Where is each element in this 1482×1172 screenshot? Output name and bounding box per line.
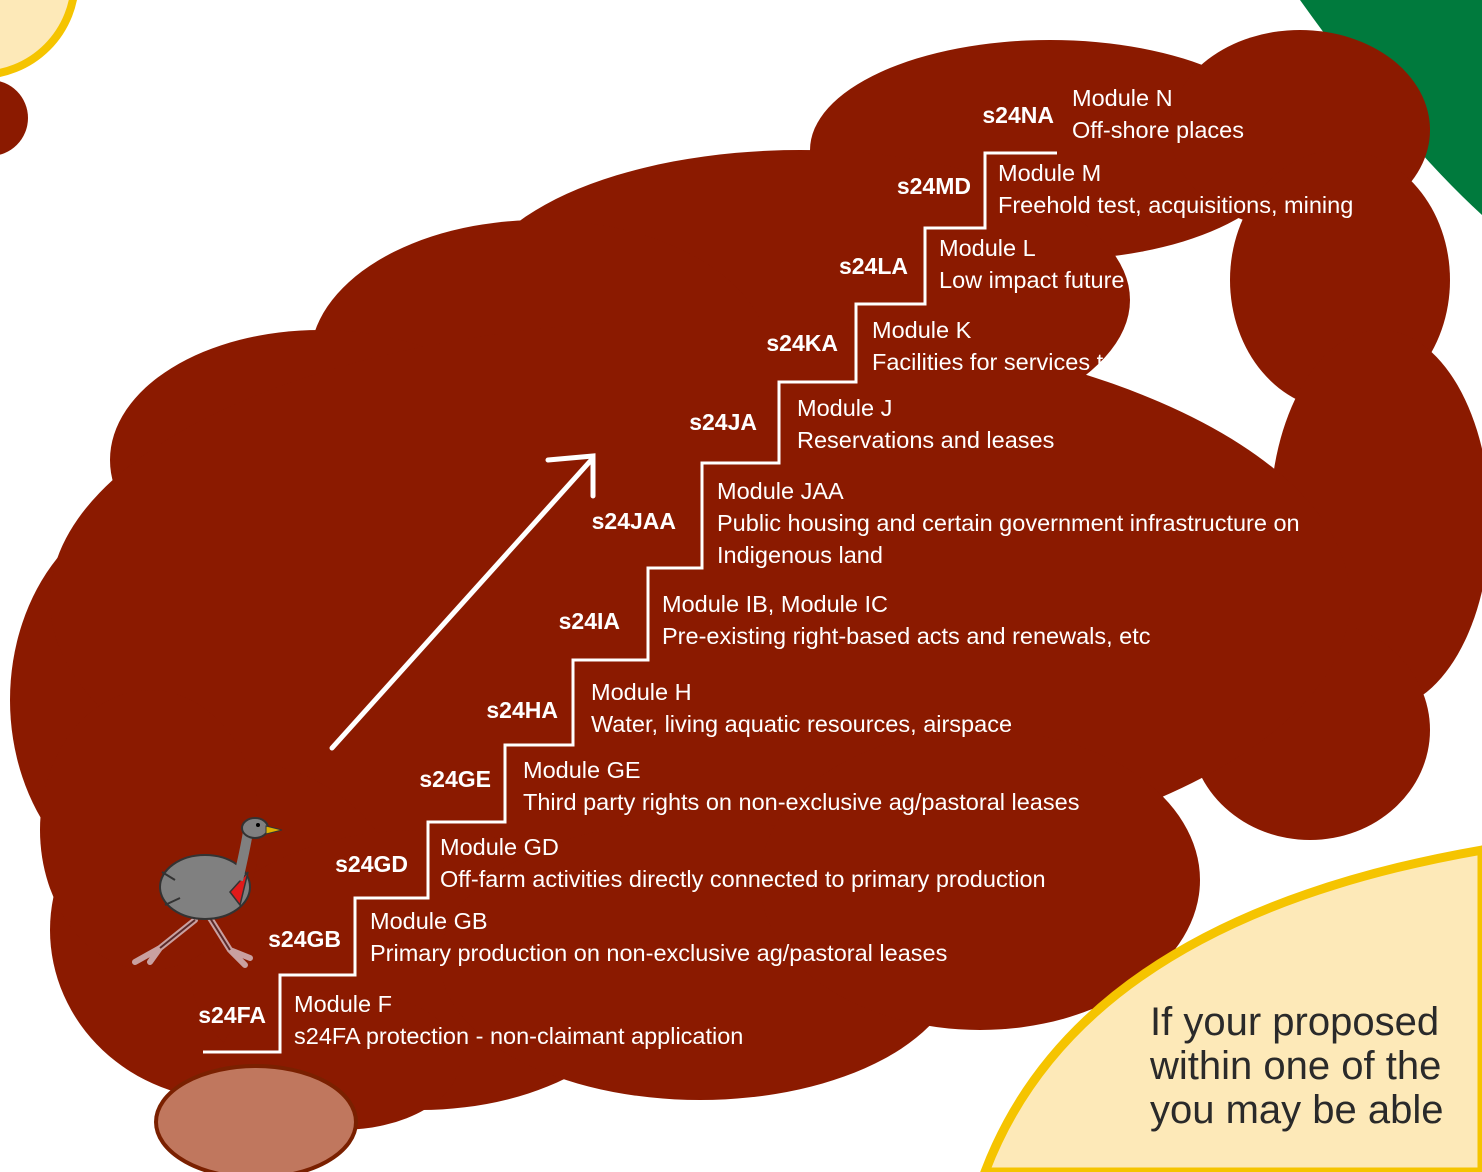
module-line: Freehold test, acquisitions, mining [998,192,1354,218]
emu-icon [132,817,283,968]
step-code: s24GE [419,766,491,792]
module-title: Module L [939,235,1036,261]
module-title: Module GD [440,834,559,860]
module-line: Public housing and certain government in… [717,510,1300,536]
step-code: s24GD [335,851,408,877]
module-title: Module GB [370,908,488,934]
bubble-line: within one of the [1150,1044,1442,1088]
bubble-text: If your proposed within one of the you m… [1150,1000,1444,1132]
module-line: Facilities for services to the public [872,349,1224,375]
step-description: Module J Reservations and leases [797,392,1054,456]
module-title: Module JAA [717,478,844,504]
module-title: Module H [591,679,692,705]
module-title: Module IB, Module IC [662,591,888,617]
module-title: Module F [294,991,392,1017]
module-line: Indigenous land [717,542,883,568]
step-description: Module H Water, living aquatic resources… [591,676,1012,740]
step-code: s24KA [766,330,838,356]
bubble-line: you may be able [1150,1088,1444,1132]
step-code: s24GB [268,926,341,952]
module-line: Third party rights on non-exclusive ag/p… [523,789,1080,815]
module-line: Reservations and leases [797,427,1055,453]
module-line: Low impact future acts [939,267,1175,293]
arrow-up-right-icon [329,453,596,751]
step-code: s24MD [896,173,971,199]
step-description: Module GE Third party rights on non-excl… [523,754,1079,818]
step-code: s24HA [486,697,558,723]
module-title: Module K [872,317,972,343]
module-title: Module M [998,160,1102,186]
module-title: Module J [797,395,893,421]
step-description: Module K Facilities for services to the … [872,314,1223,378]
module-line: Water, living aquatic resources, airspac… [591,711,1013,737]
step-description: Module F s24FA protection - non-claimant… [294,988,743,1052]
step-code: s24LA [838,253,908,279]
module-line: Pre-existing right-based acts and renewa… [662,623,1151,649]
corner-decoration [0,0,77,155]
cloud-shape [10,30,1482,1130]
module-line: s24FA protection - non-claimant applicat… [294,1023,744,1049]
module-line: Primary production on non-exclusive ag/p… [370,940,948,966]
step-code: s24NA [982,102,1054,128]
step-description: Module L Low impact future acts [939,232,1174,296]
step-description: Module N Off-shore places [1072,82,1244,146]
module-line: Off-farm activities directly connected t… [440,866,1046,892]
bubble-line: If your proposed [1150,1000,1440,1044]
step-code: s24IA [558,608,620,634]
step-code: s24FA [198,1002,266,1028]
step-code: s24JAA [591,508,676,534]
module-line: Off-shore places [1072,117,1244,143]
step-description: Module M Freehold test, acquisitions, mi… [998,157,1353,221]
stone-shape [154,1064,358,1172]
step-description: Module GB Primary production on non-excl… [370,905,947,969]
module-title: Module GE [523,757,641,783]
step-description: Module IB, Module IC Pre-existing right-… [662,588,1151,652]
text-bubble [980,845,1482,1172]
step-description: Module GD Off-farm activities directly c… [440,831,1046,895]
step-code: s24JA [689,409,757,435]
module-title: Module N [1072,85,1173,111]
step-description: Module JAA Public housing and certain go… [717,475,1300,571]
staircase-line [203,151,1057,1054]
